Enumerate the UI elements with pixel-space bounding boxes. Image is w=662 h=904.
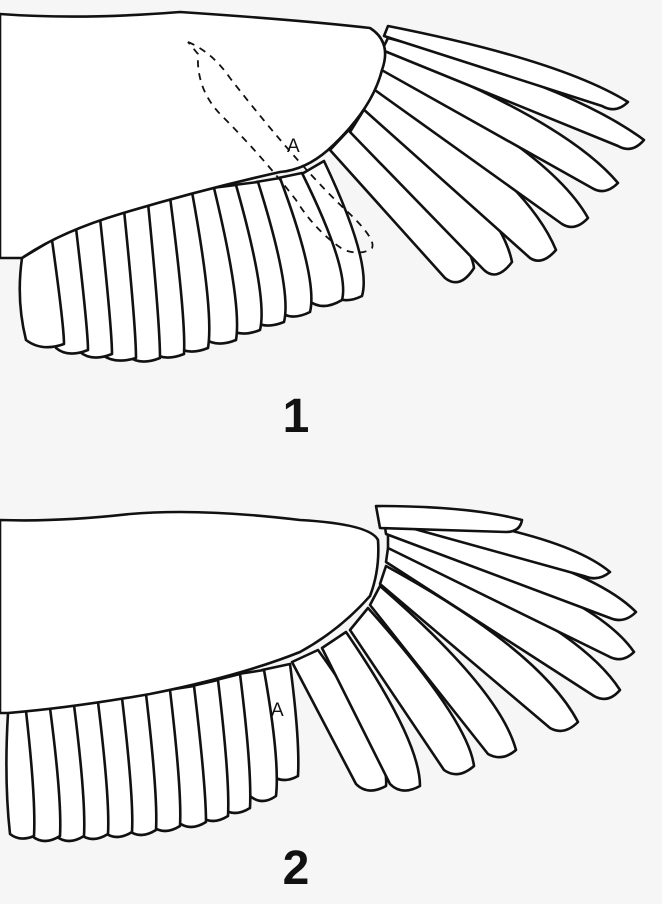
wing-2-illustration: A <box>0 506 636 841</box>
figure-1-number: 1 <box>283 390 310 443</box>
wing-2-feather-label: A <box>271 700 284 721</box>
wing-1-feather-label: A <box>287 136 300 157</box>
wing-1-illustration: A <box>0 12 644 362</box>
figure-2-number: 2 <box>283 842 310 895</box>
